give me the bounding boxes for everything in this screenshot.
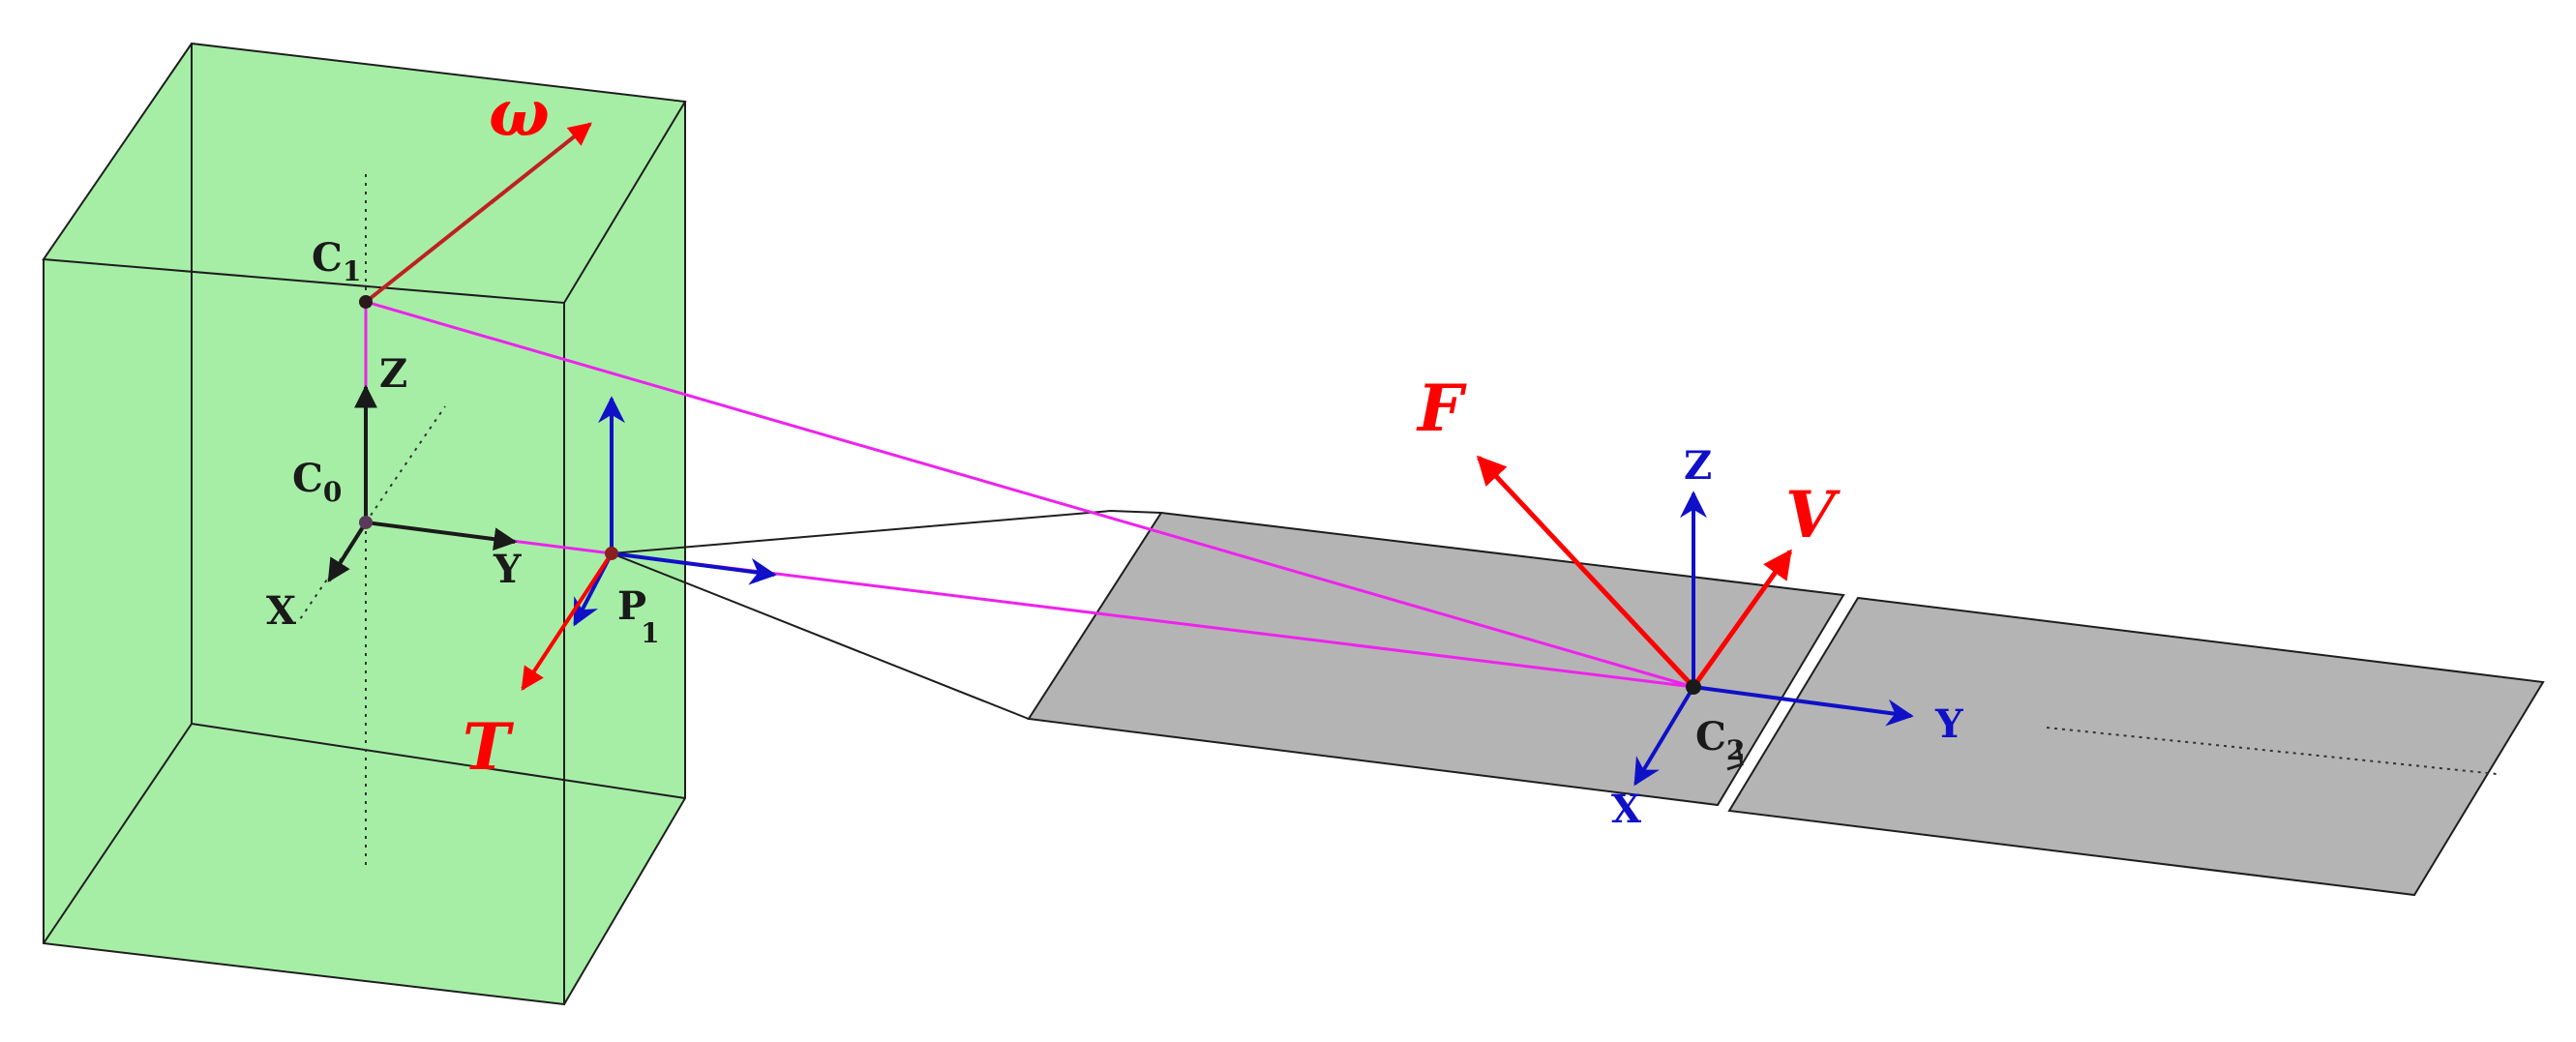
body-front-face (44, 259, 564, 1004)
c2-x-axis (1633, 685, 1695, 787)
panel-hinge (1726, 742, 1744, 771)
t-vector (521, 551, 614, 692)
label-x-body: X (266, 588, 296, 634)
c2-frame-axes (1633, 491, 1914, 787)
solar-panel-outer (1727, 596, 2545, 897)
yoke-lines (611, 509, 1162, 720)
label-v: V (1785, 477, 1841, 552)
body-frame-axes (327, 384, 518, 583)
omega-vector (364, 122, 592, 304)
label-z-panel: Z (1684, 443, 1712, 489)
solar-panel-inner (1027, 511, 1845, 807)
label-c2: C2 (1695, 714, 1745, 766)
link-p1-c2 (611, 551, 1694, 689)
body-x-axis (327, 521, 368, 583)
link-c1-c2 (365, 300, 1694, 689)
label-y-body: Y (493, 547, 522, 592)
body-y-axis (365, 521, 518, 551)
label-c0: C0 (292, 456, 342, 508)
label-z-body: Z (379, 351, 407, 397)
label-c1: C1 (312, 235, 361, 287)
point-c1 (359, 295, 373, 309)
label-x-panel: X (1611, 787, 1641, 832)
label-f: F (1416, 371, 1467, 446)
label-y-panel: Y (1934, 701, 1963, 747)
body-top-face (44, 44, 685, 303)
label-t: T (463, 709, 515, 785)
f-vector (1476, 455, 1695, 689)
point-c0 (359, 516, 373, 529)
v-vector (1691, 549, 1793, 689)
c2-y-axis (1692, 685, 1914, 727)
p1-y-axis (611, 551, 777, 585)
body-edges (42, 42, 687, 1006)
point-p1 (605, 547, 618, 560)
label-omega: ω (489, 75, 550, 151)
point-c2 (1686, 679, 1701, 695)
